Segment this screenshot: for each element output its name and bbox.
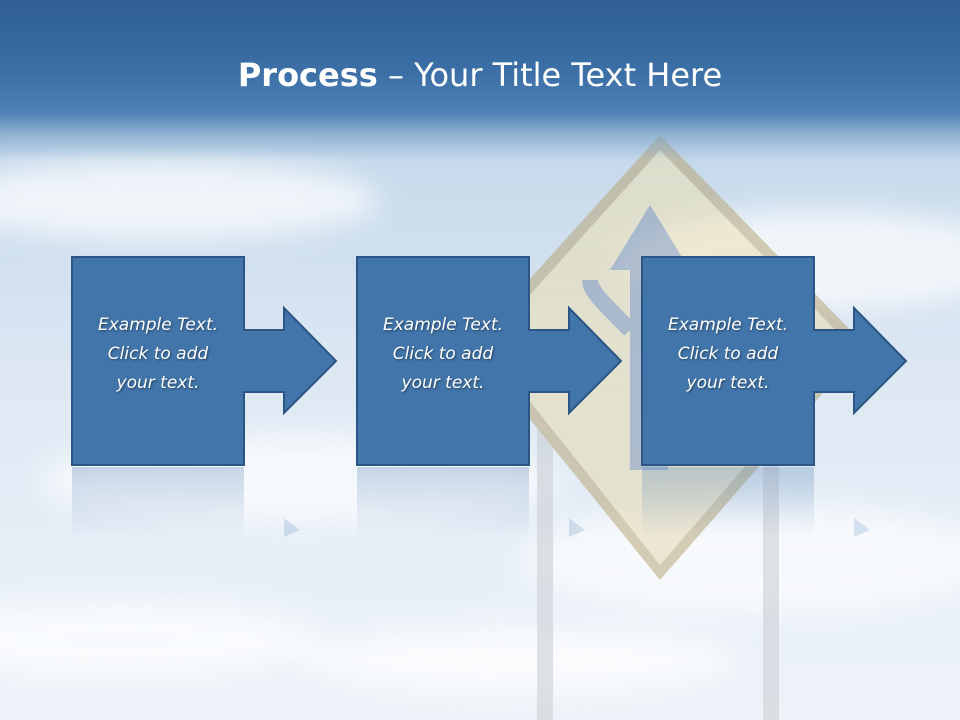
step-3-text[interactable]: Example Text. Click to add your text. (642, 311, 814, 398)
title-band (0, 0, 960, 160)
slide-title[interactable]: Process – Your Title Text Here (0, 52, 960, 98)
step-1-line-3: your text. (116, 373, 200, 393)
step-3-line-2: Click to add (677, 344, 779, 364)
title-bold-part: Process (237, 56, 378, 94)
process-step-3[interactable] (641, 256, 908, 466)
title-rest-part: – Your Title Text Here (377, 56, 723, 94)
step-1-line-2: Click to add (107, 344, 209, 364)
process-step-1[interactable] (71, 256, 338, 466)
step-reflections (72, 467, 870, 537)
step-3-line-3: your text. (686, 373, 770, 393)
step-2-line-1: Example Text. (382, 315, 504, 335)
step-1-text[interactable]: Example Text. Click to add your text. (72, 311, 244, 398)
step-3-line-1: Example Text. (667, 315, 789, 335)
step-2-line-3: your text. (401, 373, 485, 393)
process-step-2[interactable] (356, 256, 623, 466)
step-1-line-1: Example Text. (97, 315, 219, 335)
step-2-text[interactable]: Example Text. Click to add your text. (357, 311, 529, 398)
step-2-line-2: Click to add (392, 344, 494, 364)
